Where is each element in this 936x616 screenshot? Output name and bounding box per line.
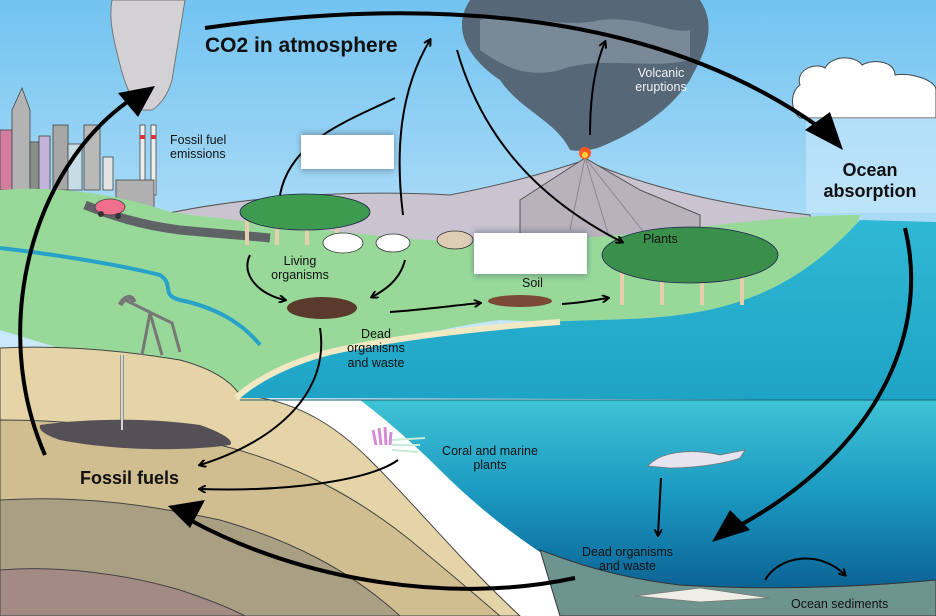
cows-and-horse xyxy=(322,230,474,254)
cycle-arrows xyxy=(18,11,914,591)
arrow-soil-to-plants xyxy=(561,298,608,305)
arrow-organisms-to-atmosphere xyxy=(279,97,396,196)
dolphin-icon xyxy=(647,449,746,469)
arrow-living-to-dead-right xyxy=(372,259,406,297)
ocean-underwater xyxy=(245,400,936,595)
blank-label-box-2[interactable] xyxy=(474,233,587,274)
lava-eruption-icon xyxy=(579,147,591,159)
whale-skeleton-icon xyxy=(634,587,771,603)
label-fossil-fuel-emissions: Fossil fuel emissions xyxy=(170,133,227,162)
label-soil: Soil xyxy=(522,276,543,290)
arrow-ocean-to-seafloor xyxy=(734,227,914,530)
dead-organisms-pile xyxy=(287,297,357,319)
river xyxy=(0,246,262,347)
label-dead-organisms-land: Dead organisms and waste xyxy=(347,327,405,370)
oil-deposit xyxy=(39,419,231,450)
arrow-dead-to-soil xyxy=(389,303,480,313)
city-buildings xyxy=(0,86,114,191)
arrow-coral-to-fossil xyxy=(200,459,399,489)
trees-left xyxy=(239,193,371,245)
label-fossil-fuels: Fossil fuels xyxy=(80,468,180,488)
arrow-dolphin-down xyxy=(658,477,661,535)
arrow-fossil-to-atmosphere xyxy=(18,98,132,456)
label-coral-marine-plants: Coral and marine plants xyxy=(442,444,538,473)
label-dead-organisms-ocean: Dead organisms and waste xyxy=(581,545,673,574)
beach xyxy=(233,319,561,401)
rain-cloud-icon xyxy=(792,57,936,213)
blank-label-box-1[interactable] xyxy=(301,135,394,169)
arrow-living-to-dead-left xyxy=(246,254,285,300)
label-ocean-sediments: Ocean sediments xyxy=(791,597,889,611)
label-volcanic-eruptions: Volcanic eruptions xyxy=(635,66,687,95)
arrow-atmosphere-to-ocean xyxy=(204,11,832,137)
arrow-atmosphere-to-plants xyxy=(456,49,622,242)
coral-icon xyxy=(371,426,426,453)
arrow-organisms-up xyxy=(398,40,430,216)
ocean-floor xyxy=(539,549,936,616)
label-ocean-absorption: Ocean absorption xyxy=(823,160,917,201)
factory-smoke xyxy=(110,0,186,111)
arrow-to-sediments xyxy=(764,557,845,581)
arrow-seafloor-to-fossil xyxy=(189,518,576,591)
label-living-organisms: Living organisms xyxy=(271,254,329,283)
ocean-surface xyxy=(236,220,936,400)
trees-plants xyxy=(601,226,779,305)
label-co2-in-atmosphere: CO2 in atmosphere xyxy=(205,34,398,57)
label-plants: Plants xyxy=(643,232,678,246)
arrow-dead-to-fossil xyxy=(200,327,323,465)
oil-pump-icon xyxy=(117,295,182,430)
car-icon xyxy=(94,198,126,219)
arrow-volcano-up xyxy=(589,42,605,136)
earth-layer-4 xyxy=(0,568,246,616)
soil-pile xyxy=(488,295,552,307)
